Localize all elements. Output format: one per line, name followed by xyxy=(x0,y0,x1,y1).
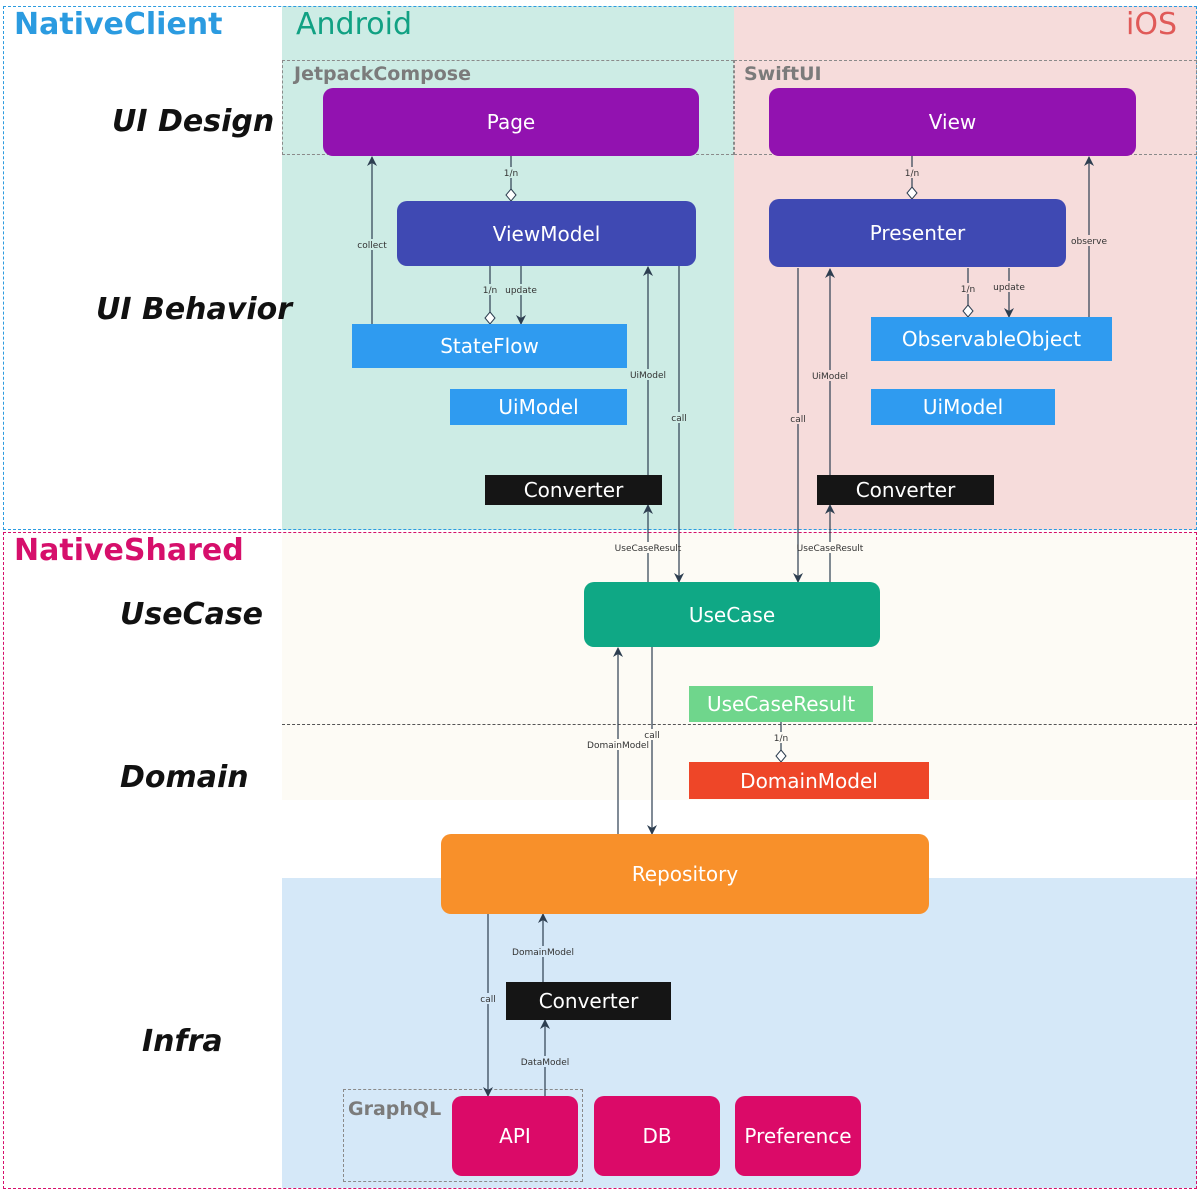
page-node: Page xyxy=(323,88,699,156)
label-ios-update: update xyxy=(993,283,1025,293)
label-infra-call: call xyxy=(480,995,495,1005)
graphql-title: GraphQL xyxy=(348,1098,442,1120)
observable-object-node: ObservableObject xyxy=(871,317,1112,361)
label-call-down: call xyxy=(644,731,659,741)
repository-node: Repository xyxy=(441,834,929,914)
layer-label-ui-behavior: UI Behavior xyxy=(96,292,293,327)
stateflow-node: StateFlow xyxy=(352,324,627,368)
label-infra-domainmodel: DomainModel xyxy=(512,948,574,958)
label-ios-uimodel: UiModel xyxy=(812,372,848,382)
label-infra-datamodel: DataModel xyxy=(521,1058,570,1068)
infra-converter-node: Converter xyxy=(506,982,671,1020)
native-client-title: NativeClient xyxy=(14,7,223,42)
layer-label-usecase: UseCase xyxy=(120,597,264,632)
label-android-call: call xyxy=(671,414,686,424)
label-ios-observe: observe xyxy=(1071,237,1107,247)
label-domainmodel-up: DomainModel xyxy=(587,741,649,751)
label-android-vm-stateflow: 1/n xyxy=(483,286,497,296)
domain-separator xyxy=(282,724,1197,725)
usecase-result-node: UseCaseResult xyxy=(689,686,873,722)
native-client-frame xyxy=(3,6,1197,530)
label-android-usecaseresult: UseCaseResult xyxy=(615,544,682,554)
jetpack-title: JetpackCompose xyxy=(294,63,472,85)
label-usecaseresult-domain: 1/n xyxy=(774,734,788,744)
ios-title: iOS xyxy=(1126,7,1177,42)
usecase-node: UseCase xyxy=(584,582,880,647)
native-shared-title: NativeShared xyxy=(14,533,244,568)
layer-label-infra: Infra xyxy=(142,1024,223,1059)
domain-model-node: DomainModel xyxy=(689,762,929,799)
native-shared-frame xyxy=(3,532,1197,1189)
viewmodel-node: ViewModel xyxy=(397,201,696,266)
android-uimodel-node: UiModel xyxy=(450,389,627,425)
shared-region xyxy=(282,532,1197,800)
preference-node: Preference xyxy=(735,1096,861,1176)
label-ios-view-presenter: 1/n xyxy=(905,169,919,179)
android-converter-node: Converter xyxy=(485,475,662,505)
label-android-uimodel: UiModel xyxy=(630,371,666,381)
db-node: DB xyxy=(594,1096,720,1176)
ios-converter-node: Converter xyxy=(817,475,994,505)
graphql-frame xyxy=(343,1089,583,1182)
layer-label-domain: Domain xyxy=(120,760,249,795)
label-ios-call: call xyxy=(790,415,805,425)
label-android-update: update xyxy=(505,286,537,296)
label-ios-usecaseresult: UseCaseResult xyxy=(797,544,864,554)
label-android-collect: collect xyxy=(357,241,387,251)
label-ios-presenter-obs: 1/n xyxy=(961,285,975,295)
ios-uimodel-node: UiModel xyxy=(871,389,1055,425)
label-android-page-vm: 1/n xyxy=(504,169,518,179)
view-node: View xyxy=(769,88,1136,156)
android-title: Android xyxy=(296,7,412,42)
presenter-node: Presenter xyxy=(769,199,1066,267)
layer-label-ui-design: UI Design xyxy=(112,104,275,139)
api-node: API xyxy=(452,1096,578,1176)
swiftui-title: SwiftUI xyxy=(744,63,822,85)
